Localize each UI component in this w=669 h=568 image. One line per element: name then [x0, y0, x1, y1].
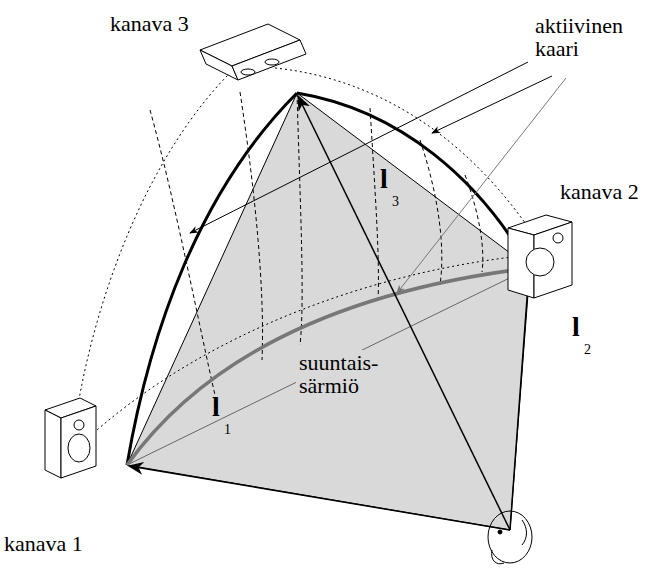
parallelepiped-fill	[127, 93, 530, 530]
active-arc	[127, 268, 530, 465]
vector-index: 2	[584, 343, 591, 358]
leader-arrow	[397, 78, 566, 293]
vector-index: 1	[224, 423, 231, 438]
channel-label: kanava 3	[110, 12, 189, 35]
callout-label: aktiivinen kaari	[535, 14, 623, 60]
channel-label: kanava 1	[4, 532, 83, 555]
listener-head	[488, 511, 532, 564]
loudspeaker	[200, 24, 306, 80]
vector-name: l	[212, 392, 220, 421]
vector-name: l	[380, 164, 388, 193]
vector-index: 3	[392, 195, 399, 210]
channel-label: kanava 2	[560, 180, 639, 203]
region-label: suuntais- särmiö	[296, 350, 381, 398]
active-arc	[297, 93, 530, 268]
vector-name: l	[572, 312, 580, 341]
active-arc	[127, 93, 297, 465]
gain-vector	[129, 96, 529, 530]
leader-arrow	[190, 62, 552, 233]
triangle-edge	[127, 93, 530, 530]
loudspeaker	[45, 398, 96, 478]
loudspeaker	[508, 215, 572, 298]
